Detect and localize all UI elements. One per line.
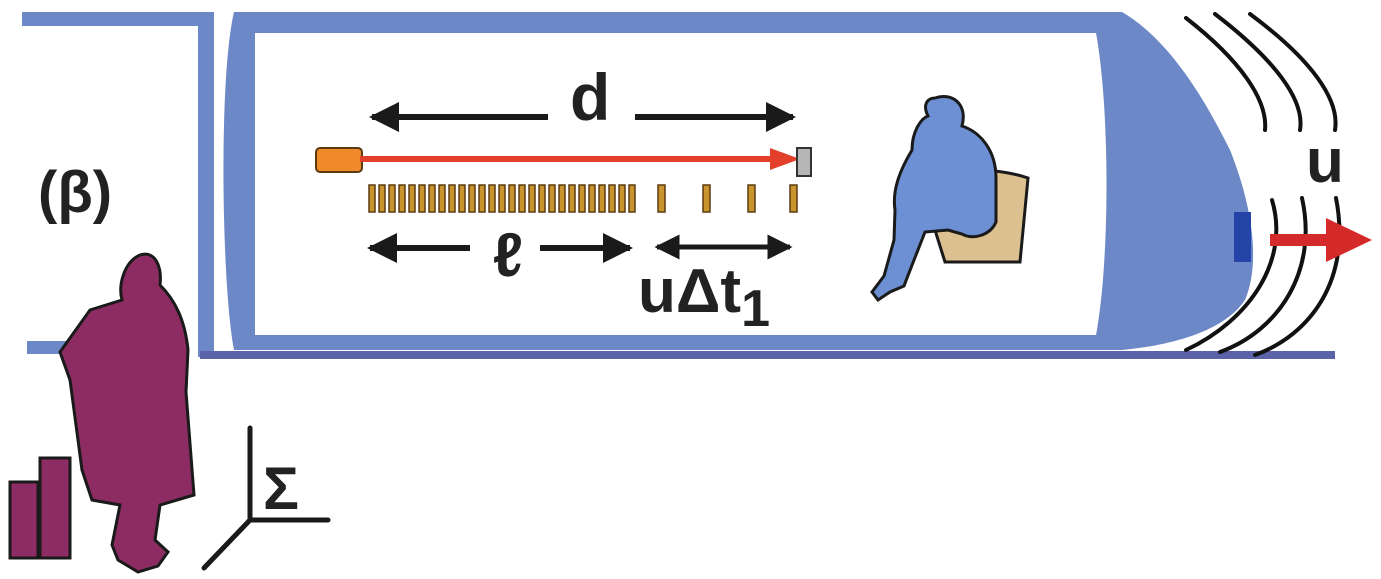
light-pulse [702, 184, 711, 213]
light-pulse [618, 184, 626, 213]
velocity-arrow-head [1326, 218, 1372, 262]
displacement-label: uΔt1 [638, 257, 770, 338]
light-beam [360, 148, 800, 170]
light-beam-shaft [360, 156, 780, 162]
light-pulse [747, 184, 756, 213]
reference-frame-axes [201, 425, 331, 571]
light-detector [796, 147, 812, 177]
light-pulse [568, 184, 576, 213]
motion-arc [1184, 198, 1279, 352]
light-pulse [438, 184, 446, 213]
observer-figure [58, 252, 196, 574]
velocity-arrow-shaft [1270, 234, 1336, 246]
motion-arc [1248, 12, 1338, 132]
rail-track [200, 351, 1335, 359]
speed-label: u [1306, 127, 1344, 196]
light-pulse [448, 184, 456, 213]
light-pulse [628, 184, 636, 213]
light-pulse [428, 184, 436, 213]
luggage-short [8, 480, 40, 560]
light-pulse [458, 184, 466, 213]
light-pulse [548, 184, 556, 213]
light-pulses [368, 184, 798, 213]
displacement-main: uΔt [638, 257, 741, 326]
light-pulse [657, 184, 666, 213]
light-pulse [789, 184, 798, 213]
light-emitter [315, 147, 363, 173]
panel-label: (β) [38, 160, 112, 225]
light-pulse [418, 184, 426, 213]
motion-arc [1218, 196, 1308, 354]
light-pulse [598, 184, 606, 213]
light-pulse [558, 184, 566, 213]
light-beam-head [770, 148, 800, 170]
light-pulse [488, 184, 496, 213]
light-pulse [538, 184, 546, 213]
station-pillar [198, 12, 214, 357]
light-pulse [478, 184, 486, 213]
motion-arcs [1184, 12, 1342, 357]
seated-passenger [870, 95, 1030, 303]
light-pulse [388, 184, 396, 213]
motion-arc [1184, 16, 1268, 132]
light-pulse [578, 184, 586, 213]
light-pulse [608, 184, 616, 213]
station-roof [22, 12, 214, 26]
passenger-figure [870, 95, 998, 303]
distance-label: d [570, 60, 610, 134]
outside-observer [8, 252, 196, 574]
light-pulse [468, 184, 476, 213]
light-pulse [398, 184, 406, 213]
light-pulse [378, 184, 386, 213]
length-label: ℓ [493, 221, 523, 290]
light-pulse [508, 184, 516, 213]
headlight [1234, 212, 1251, 262]
station-structure [22, 12, 214, 357]
velocity-arrow [1270, 218, 1372, 262]
light-pulse [498, 184, 506, 213]
light-pulse [518, 184, 526, 213]
frame-label: Σ [263, 455, 299, 522]
light-pulse [408, 184, 416, 213]
light-pulse [368, 184, 376, 213]
light-pulse [588, 184, 596, 213]
displacement-subscript: 1 [741, 280, 770, 338]
motion-arc [1213, 12, 1303, 132]
luggage-tall [38, 456, 72, 560]
light-pulse [528, 184, 536, 213]
axis-depth [201, 517, 253, 571]
